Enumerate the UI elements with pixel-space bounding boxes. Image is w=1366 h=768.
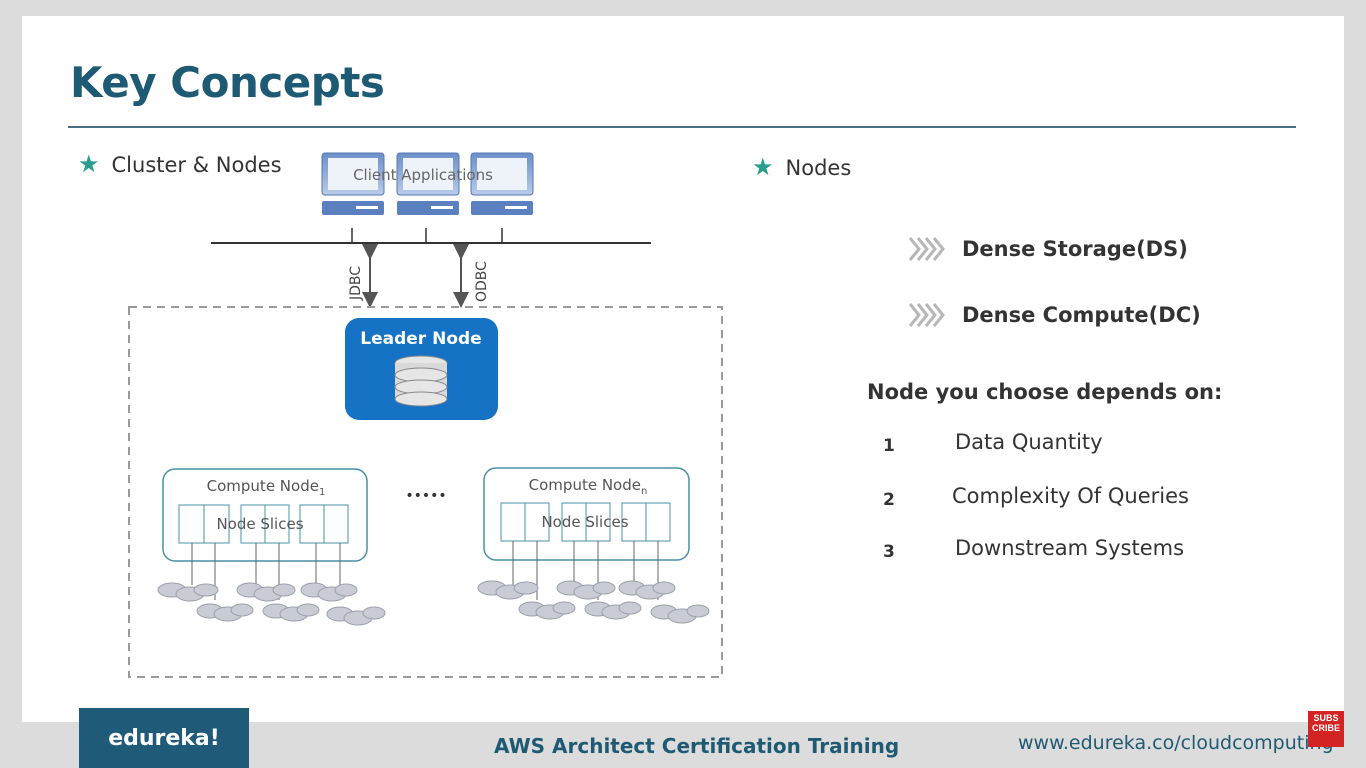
node-slices-label: Node Slices bbox=[216, 515, 303, 533]
subscribe-button[interactable]: SUBS CRIBE bbox=[1308, 711, 1344, 747]
node-type-label: Dense Storage(DS) bbox=[962, 237, 1188, 261]
odbc-label: ODBC bbox=[474, 261, 490, 302]
leader-node-label: Leader Node bbox=[360, 329, 481, 349]
factor-label: Complexity Of Queries bbox=[952, 484, 1189, 508]
star-icon: ★ bbox=[78, 150, 100, 178]
compute-node-1: Compute Node1 Node Slices bbox=[162, 468, 368, 562]
course-title: AWS Architect Certification Training bbox=[494, 734, 900, 758]
depends-heading: Node you choose depends on: bbox=[867, 380, 1223, 404]
bullet-label: Cluster & Nodes bbox=[111, 153, 282, 177]
star-icon: ★ bbox=[752, 153, 774, 181]
node-type-label: Dense Compute(DC) bbox=[962, 303, 1201, 327]
factor-number: 3 bbox=[883, 542, 895, 562]
factor-label: Downstream Systems bbox=[955, 536, 1185, 560]
client-computer bbox=[470, 152, 534, 215]
bullet-label: Nodes bbox=[785, 156, 852, 180]
title-divider bbox=[68, 126, 1296, 128]
compute-node-label: Compute Node bbox=[207, 477, 319, 495]
jdbc-label: JDBC bbox=[348, 266, 364, 301]
slide-title: Key Concepts bbox=[70, 58, 385, 107]
client-computer bbox=[321, 152, 385, 215]
chevrons-icon bbox=[908, 303, 945, 327]
leader-node: Leader Node bbox=[345, 318, 498, 420]
compute-node-n: Compute Noden Node Slices bbox=[483, 467, 690, 561]
node-type-dc: Dense Compute(DC) bbox=[906, 300, 1201, 330]
bullet-nodes: ★ Nodes bbox=[752, 153, 851, 181]
ellipsis: ••••• bbox=[405, 488, 446, 504]
client-computer bbox=[396, 152, 460, 215]
factor-label: Data Quantity bbox=[955, 430, 1103, 454]
node-slices-label: Node Slices bbox=[541, 513, 628, 531]
svg-text:Compute Node1: Compute Node1 bbox=[207, 477, 326, 498]
edureka-logo: edureka! bbox=[79, 708, 249, 768]
compute-node-subscript: n bbox=[641, 486, 647, 497]
client-applications-label: Client Applications bbox=[353, 166, 493, 184]
database-icon bbox=[394, 355, 448, 407]
factor-number: 2 bbox=[883, 490, 895, 510]
compute-node-label: Compute Node bbox=[529, 476, 641, 494]
bullet-cluster-nodes: ★ Cluster & Nodes bbox=[78, 150, 282, 178]
node-type-ds: Dense Storage(DS) bbox=[906, 234, 1188, 264]
factor-number: 1 bbox=[883, 436, 895, 456]
compute-node-subscript: 1 bbox=[319, 487, 325, 498]
disk-clusters bbox=[157, 541, 710, 626]
footer-url[interactable]: www.edureka.co/cloudcomputing bbox=[1018, 732, 1334, 754]
svg-text:Compute Noden: Compute Noden bbox=[529, 476, 648, 497]
chevrons-icon bbox=[908, 237, 945, 261]
cluster-boundary bbox=[128, 306, 723, 678]
